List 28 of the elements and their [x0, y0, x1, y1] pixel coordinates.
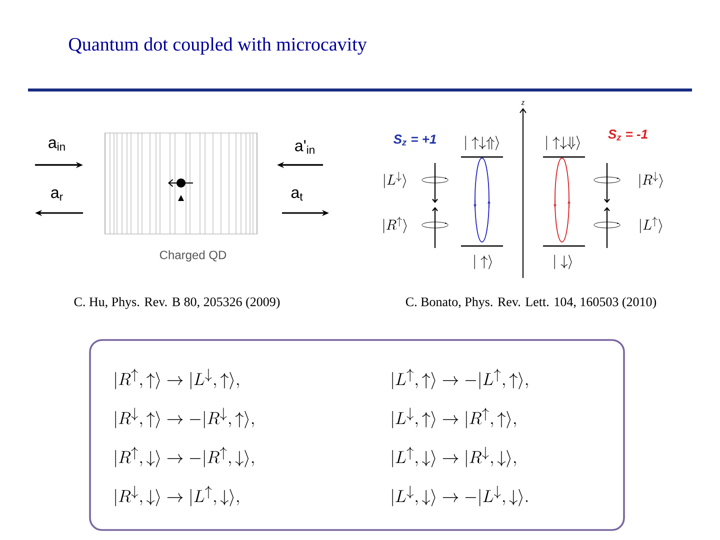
equation: $|L^{\uparrow},\downarrow\rangle \rightarrow |R^{\downarrow},\downarrow\rangle,$ — [392, 446, 516, 468]
citation: C. Bonato, Phys. Rev. Lett. 104, 160503 (2010) — [406, 297, 656, 309]
polarization-label: $|L^{\downarrow}\rangle$ — [384, 172, 406, 188]
spin-label: S$_{z}$ = -1 — [608, 130, 648, 140]
polarization-label: $|R^{\uparrow}\rangle$ — [384, 216, 407, 234]
equation: $|L^{\downarrow},\downarrow\rangle \rightarrow -|L^{\downarrow},\downarrow\rangle.$ — [392, 486, 528, 506]
equation: $|L^{\downarrow},\uparrow\rangle \rightarrow |R^{\uparrow},\uparrow\rangle,$ — [392, 408, 516, 428]
state-label: $|\uparrow\downarrow\Downarrow\rangle$ — [546, 136, 580, 150]
equation: $|R^{\downarrow},\uparrow\rangle \rightarrow -|R^{\downarrow},\uparrow\rangle,$ — [115, 408, 254, 428]
state-label: $|\uparrow\downarrow\Uparrow\rangle$ — [465, 136, 499, 150]
cavity-caption: Charged QD — [160, 250, 226, 262]
beam-label: a$_{t}$ — [291, 189, 303, 201]
state-label: $|\downarrow\rangle$ — [554, 254, 572, 270]
beam-label: a$_{r}$ — [51, 189, 63, 201]
equation: $|R^{\uparrow},\uparrow\rangle \rightarrow |L^{\downarrow},\uparrow\rangle,$ — [115, 368, 239, 390]
state-label: $|\uparrow\rangle$ — [474, 254, 492, 270]
equation: $|R^{\uparrow},\downarrow\rangle \rightarrow -|R^{\uparrow},\downarrow\rangle,$ — [115, 446, 254, 468]
title: Quantum dot coupled with microcavity — [69, 37, 367, 55]
polarization-label: $|R^{\downarrow}\rangle$ — [640, 172, 663, 188]
spin-label: S$_{z}$ = +1 — [393, 134, 436, 146]
beam-label: a'$_{in}$ — [295, 140, 314, 154]
equation-box — [89, 339, 625, 531]
polarization-label: $|L^{\uparrow}\rangle$ — [640, 216, 662, 234]
axis-label: z — [521, 101, 524, 105]
beam-label: a$_{in}$ — [48, 139, 65, 151]
equation: $|L^{\uparrow},\uparrow\rangle \rightarrow -|L^{\uparrow},\uparrow\rangle,$ — [392, 368, 528, 390]
equation: $|R^{\downarrow},\downarrow\rangle \rightarrow |L^{\uparrow},\downarrow\rangle,$ — [115, 486, 239, 506]
citation: C. Hu, Phys. Rev. B 80, 205326 (2009) — [74, 297, 280, 309]
